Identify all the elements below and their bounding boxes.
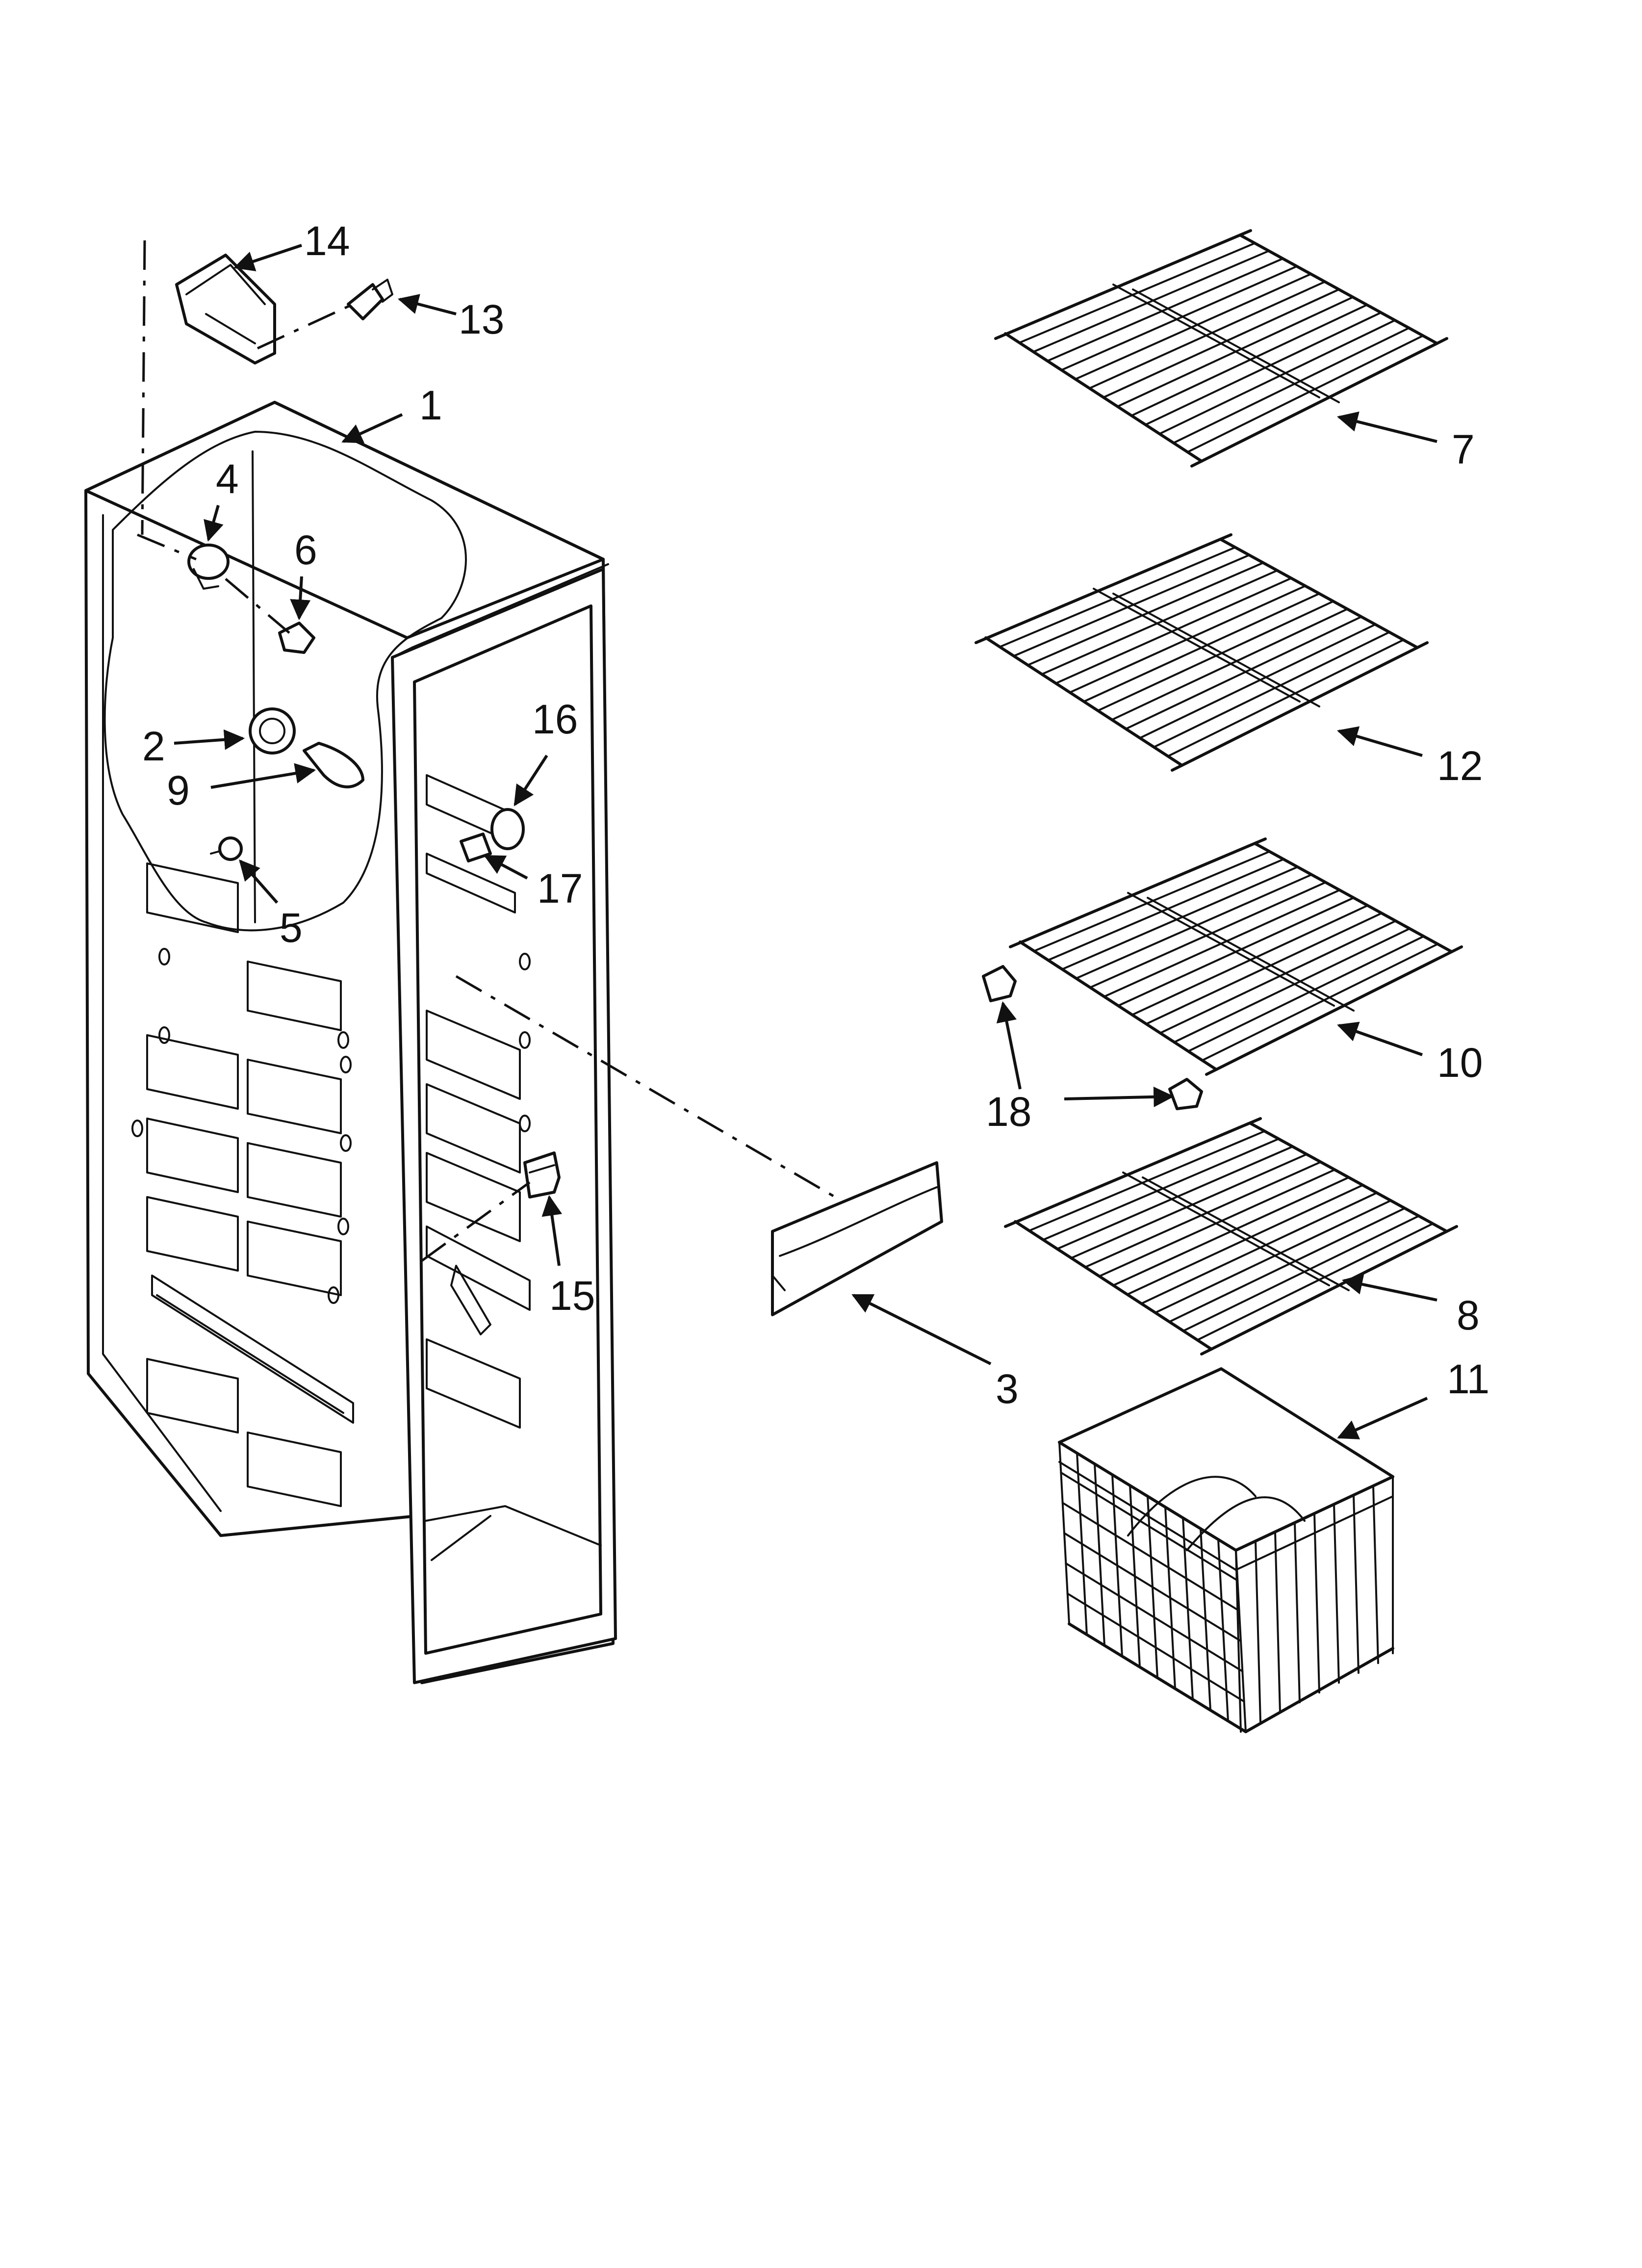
mounting-holes (131, 948, 531, 1304)
callout-1: 1 (419, 382, 442, 428)
leader-lines (174, 244, 1437, 1439)
callout-2: 2 (142, 723, 165, 769)
callout-5: 5 (280, 905, 303, 951)
vent-slots (146, 862, 354, 1507)
callout-6: 6 (294, 527, 317, 573)
callout-18: 18 (986, 1089, 1031, 1135)
shelf-part-7 (994, 229, 1448, 468)
screw-part-13 (347, 279, 393, 320)
socket-part-2 (249, 707, 296, 755)
freezer-liner (84, 401, 617, 1684)
callout-12: 12 (1437, 743, 1483, 789)
callout-8: 8 (1457, 1292, 1480, 1338)
bulb-part-9 (303, 742, 364, 788)
shelf-part-10 (1009, 837, 1463, 1076)
basket-part-11 (1058, 1367, 1394, 1733)
trim-strip-part-3 (771, 1161, 943, 1316)
knob-part-4 (187, 544, 230, 590)
callout-14: 14 (304, 218, 350, 264)
callout-4: 4 (216, 456, 239, 502)
callout-labels: 14 13 1 4 6 2 9 5 16 17 15 3 7 12 10 18 … (142, 218, 1489, 1412)
callout-3: 3 (996, 1366, 1019, 1412)
bracket-part-14 (175, 254, 276, 365)
pin-part-5 (210, 836, 243, 861)
bolt-part-17 (460, 833, 492, 862)
shelf-part-8 (1004, 1117, 1458, 1356)
callout-13: 13 (459, 296, 504, 342)
callout-17: 17 (537, 865, 583, 912)
clip-part-15 (523, 1151, 561, 1199)
callout-7: 7 (1452, 426, 1475, 472)
washer-part-16 (490, 808, 525, 850)
callout-9: 9 (167, 767, 190, 813)
callout-15: 15 (549, 1273, 595, 1319)
callout-10: 10 (1437, 1040, 1483, 1086)
callout-11: 11 (1447, 1356, 1489, 1402)
end-cap-part-18 (982, 965, 1203, 1110)
callout-16: 16 (532, 696, 578, 742)
shelf-part-12 (975, 533, 1429, 772)
